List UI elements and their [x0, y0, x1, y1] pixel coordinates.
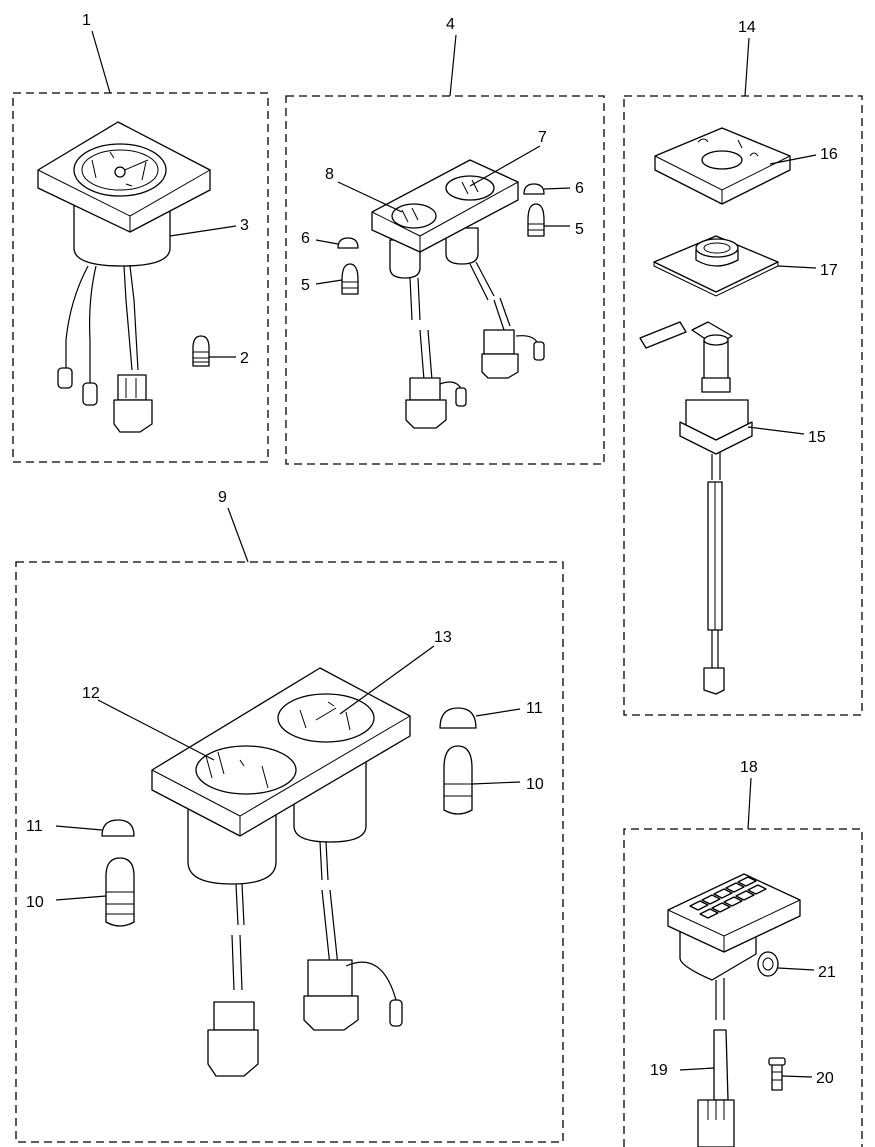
part-15-key-switch — [639, 321, 753, 695]
callout-6-right: 6 — [575, 180, 584, 197]
part-11-cap-right — [439, 707, 477, 729]
group-18-box — [623, 828, 863, 1147]
callout-10-right: 10 — [526, 776, 544, 793]
part-6-cap-left — [337, 237, 359, 249]
callout-4: 4 — [446, 16, 455, 33]
part-19-fuse-box — [667, 873, 801, 1147]
callout-7: 7 — [538, 129, 547, 146]
part-17-seal — [653, 235, 779, 297]
group-9-box — [15, 561, 564, 1143]
callout-12: 12 — [82, 685, 100, 702]
callout-5-left: 5 — [301, 277, 310, 294]
callout-16: 16 — [820, 146, 838, 163]
callout-5-right: 5 — [575, 221, 584, 238]
part-10-bulb-right — [443, 745, 473, 815]
callout-15: 15 — [808, 429, 826, 446]
callout-18: 18 — [740, 759, 758, 776]
part-20-fuse — [768, 1057, 786, 1091]
group-14-key-switch: 14 16 17 — [623, 19, 863, 716]
part-5-bulb-right — [527, 203, 545, 237]
callout-13: 13 — [434, 629, 452, 646]
group-1-single-meter: 1 2 3 — [12, 12, 269, 463]
part-16-plate — [654, 127, 791, 205]
callout-1: 1 — [82, 12, 91, 29]
twin-meter-small-part — [371, 159, 545, 429]
callout-9: 9 — [218, 489, 227, 506]
callout-21: 21 — [818, 964, 836, 981]
part-21-clip — [757, 951, 779, 977]
callout-17: 17 — [820, 262, 838, 279]
callout-11-right: 11 — [526, 700, 543, 717]
callout-11-left: 11 — [26, 818, 43, 835]
callout-14: 14 — [738, 19, 756, 36]
single-meter-part — [37, 121, 211, 433]
fuse-slots — [689, 876, 767, 919]
group-14-box — [623, 95, 863, 716]
group-18-fuse-box: 18 — [623, 759, 863, 1147]
callout-8: 8 — [325, 166, 334, 183]
part-6-cap-right — [523, 183, 545, 195]
group-4-twin-meters: 4 6 5 — [285, 16, 605, 465]
part-11-cap-left — [101, 819, 135, 837]
callout-2: 2 — [240, 350, 249, 367]
callout-6-left: 6 — [301, 230, 310, 247]
group-9-large-twin-meters: 9 11 10 — [15, 489, 564, 1143]
part-2-bulb — [192, 335, 210, 367]
part-5-bulb-left — [341, 263, 359, 295]
callout-3: 3 — [240, 217, 249, 234]
callout-10-left: 10 — [26, 894, 44, 911]
callout-20: 20 — [816, 1070, 834, 1087]
group-4-box — [285, 95, 605, 465]
callout-19: 19 — [650, 1062, 668, 1079]
large-twin-meter-part — [151, 667, 411, 1077]
